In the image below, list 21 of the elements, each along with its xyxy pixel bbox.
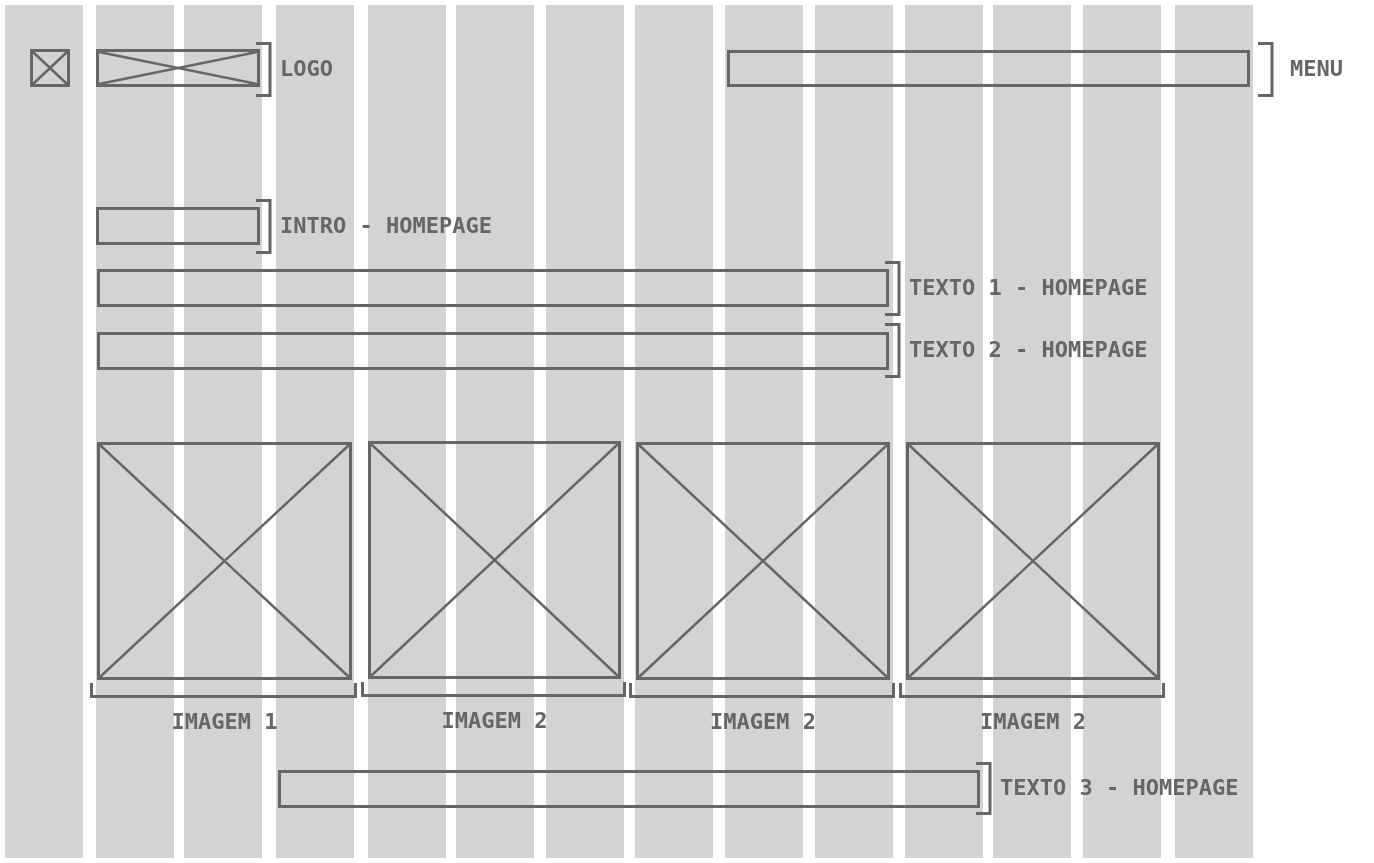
image-placeholder [906,442,1160,680]
image-placeholder [30,49,70,87]
section-label: IMAGEM 2 [441,708,548,734]
section-label: TEXTO 3 - HOMEPAGE [1000,774,1239,801]
content-placeholder-box [97,269,889,307]
image-placeholder [636,442,890,680]
content-placeholder-box [727,50,1250,87]
image-placeholder [368,441,621,679]
section-label: IMAGEM 2 [980,709,1086,735]
section-label: IMAGEM 1 [171,709,278,735]
section-label: MENU [1290,55,1343,82]
section-label: INTRO - HOMEPAGE [280,212,492,239]
section-label: LOGO [280,55,333,82]
image-placeholder [96,49,260,87]
image-placeholder [97,442,352,680]
section-label: TEXTO 2 - HOMEPAGE [909,336,1148,363]
content-placeholder-box [97,332,889,370]
section-label: IMAGEM 2 [710,709,816,735]
content-placeholder-box [278,770,980,808]
section-label: TEXTO 1 - HOMEPAGE [909,274,1148,301]
content-placeholder-box [96,207,260,245]
